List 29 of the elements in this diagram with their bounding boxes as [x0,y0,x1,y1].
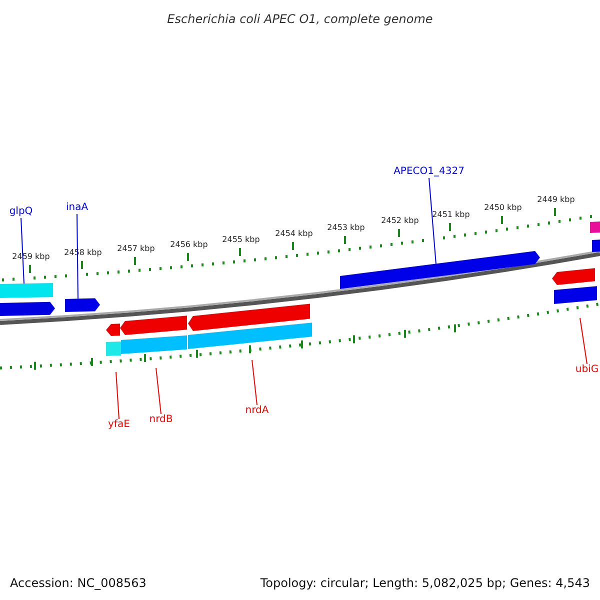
accession-text: Accession: NC_008563 [10,575,146,592]
tick-label: 2452 kbp [381,216,419,226]
gene-label: ubiG [575,364,599,376]
gene-label: inaA [66,202,88,214]
tick-label: 2449 kbp [537,195,575,205]
leader-line [252,360,258,406]
title: Escherichia coli APEC O1, complete genome [166,11,434,28]
genome-info-text: Topology: circular; Length: 5,082,025 bp; Genes: 4,543 [260,575,590,592]
gene-bar [0,282,53,298]
gene-label: glpQ [9,206,33,218]
gene-label: nrdB [149,414,173,426]
tick-label: 2451 kbp [432,210,470,220]
leader-line [580,318,588,364]
tick-label: 2454 kbp [275,229,313,239]
tick-label: 2450 kbp [484,203,522,213]
tick-label: 2453 kbp [327,223,365,233]
tick-label: 2455 kbp [222,235,260,245]
gene-arrow [340,251,540,289]
leader-line [116,372,120,420]
leader-line [428,178,436,264]
leader-line [76,214,78,300]
gene-label: yfaE [108,419,130,431]
gene-label: nrdA [245,405,269,417]
leader-line [156,368,162,414]
gene-label: APECO1_4327 [394,166,464,178]
gene-arrow [65,298,100,312]
tick-label: 2457 kbp [117,244,155,254]
tick-label: 2456 kbp [170,240,208,250]
leader-line [20,218,24,284]
